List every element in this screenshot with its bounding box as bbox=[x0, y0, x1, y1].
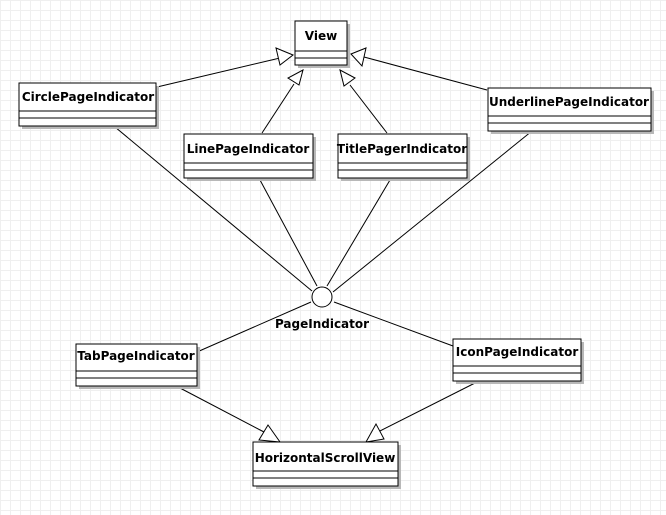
interface-links bbox=[114, 126, 533, 353]
class-view[interactable]: View bbox=[294, 20, 350, 68]
link-circle-to-pageindicator bbox=[114, 126, 313, 292]
class-name: View bbox=[305, 29, 337, 43]
inherit-line-view bbox=[261, 83, 295, 134]
class-name: IconPageIndicator bbox=[456, 345, 579, 359]
inherit-title-view bbox=[349, 84, 388, 134]
inherit-arrowhead-icon bbox=[287, 69, 304, 86]
interface-page-indicator[interactable]: PageIndicator bbox=[275, 286, 369, 331]
class-line-page-indicator[interactable]: LinePageIndicator bbox=[183, 133, 316, 181]
class-name: LinePageIndicator bbox=[187, 142, 310, 156]
class-horizontal-scroll-view[interactable]: HorizontalScrollView bbox=[252, 441, 401, 489]
class-icon-page-indicator[interactable]: IconPageIndicator bbox=[452, 338, 584, 384]
link-icon-to-pageindicator bbox=[333, 301, 454, 347]
link-underline-to-pageindicator bbox=[332, 130, 533, 293]
link-tab-to-pageindicator bbox=[196, 301, 312, 353]
scrollview-generalizations bbox=[179, 382, 476, 443]
interface-circle-icon bbox=[311, 286, 333, 308]
class-name: HorizontalScrollView bbox=[255, 451, 396, 465]
link-line-to-pageindicator bbox=[259, 179, 318, 287]
inherit-underline-view bbox=[363, 56, 488, 91]
inherit-arrowhead-icon bbox=[339, 69, 356, 87]
class-tab-page-indicator[interactable]: TabPageIndicator bbox=[75, 343, 200, 389]
class-name: TitlePagerIndicator bbox=[337, 142, 467, 156]
class-title-pager-indicator[interactable]: TitlePagerIndicator bbox=[337, 133, 470, 181]
inherit-tab-scrollview bbox=[179, 387, 265, 433]
interface-name: PageIndicator bbox=[275, 317, 369, 331]
class-underline-page-indicator[interactable]: UnderlinePageIndicator bbox=[487, 87, 654, 134]
class-name: TabPageIndicator bbox=[77, 349, 195, 363]
class-circle-page-indicator[interactable]: CirclePageIndicator bbox=[18, 82, 159, 129]
inherit-arrowhead-icon bbox=[350, 47, 367, 68]
class-name: UnderlinePageIndicator bbox=[489, 95, 649, 109]
inherit-icon-scrollview bbox=[379, 382, 476, 432]
inherit-arrowhead-icon bbox=[275, 47, 294, 66]
inherit-circle-view bbox=[156, 57, 281, 88]
class-name: CirclePageIndicator bbox=[22, 90, 154, 104]
view-generalizations bbox=[156, 47, 488, 134]
link-title-to-pageindicator bbox=[326, 179, 391, 287]
inherit-arrowhead-icon bbox=[365, 422, 385, 443]
inherit-arrowhead-icon bbox=[258, 424, 282, 443]
